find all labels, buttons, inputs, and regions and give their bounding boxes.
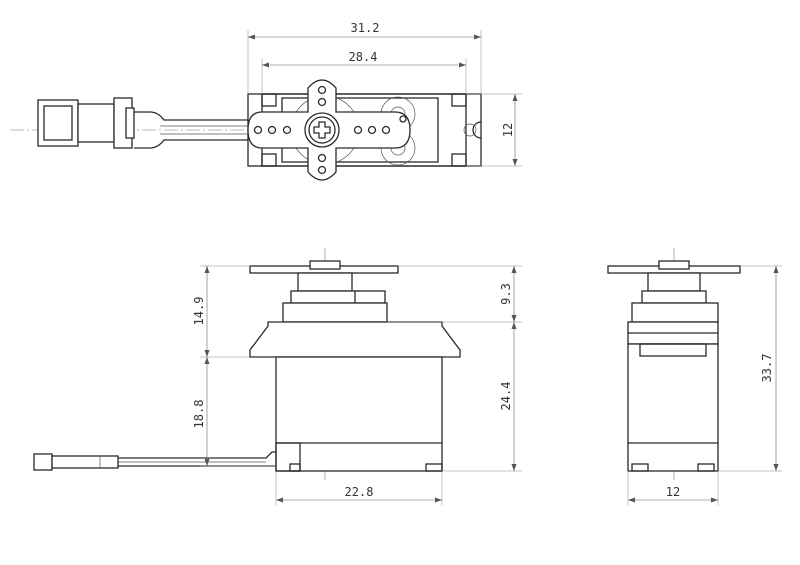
dim-side-width: 12 xyxy=(628,485,718,503)
dim-side-total-height: 33.7 xyxy=(760,266,779,471)
side-view: 33.7 12 xyxy=(607,248,782,505)
top-view: 31.2 28.4 12 xyxy=(10,21,522,181)
front-cable xyxy=(33,451,276,471)
front-view: 14.9 18.8 9.3 24.4 22.8 xyxy=(33,248,522,505)
connector-plug xyxy=(37,97,135,149)
dim-label-front-gear-height: 9.3 xyxy=(499,283,513,305)
dim-top-mount-width: 28.4 xyxy=(261,50,467,94)
servo-horn-icon xyxy=(247,79,411,181)
dim-top-overall-width: 31.2 xyxy=(247,21,482,94)
dim-label-front-upper-height: 14.9 xyxy=(192,297,206,326)
side-body xyxy=(627,343,719,472)
dim-label-top-mount-width: 28.4 xyxy=(349,50,378,64)
dim-front-body-width: 22.8 xyxy=(276,485,442,503)
dim-label-side-total-height: 33.7 xyxy=(760,354,774,383)
dim-label-front-lower-height: 18.8 xyxy=(192,400,206,429)
dim-top-height: 12 xyxy=(466,93,522,167)
dim-label-front-body-height: 24.4 xyxy=(499,382,513,411)
dim-label-top-height: 12 xyxy=(501,123,515,137)
dim-label-front-body-width: 22.8 xyxy=(345,485,374,499)
front-body xyxy=(275,356,443,472)
dim-front-body-height: 24.4 xyxy=(499,322,517,471)
side-gear-housing xyxy=(631,302,719,323)
dim-front-lower-height: 18.8 xyxy=(192,357,210,466)
front-mount-flange xyxy=(249,321,461,358)
dim-front-upper-height: 14.9 xyxy=(192,266,210,357)
front-gear-housing xyxy=(282,302,388,323)
dim-label-side-width: 12 xyxy=(666,485,680,499)
dim-front-gear-height: 9.3 xyxy=(499,266,517,322)
top-cable xyxy=(134,111,248,149)
dim-label-top-overall-width: 31.2 xyxy=(351,21,380,35)
